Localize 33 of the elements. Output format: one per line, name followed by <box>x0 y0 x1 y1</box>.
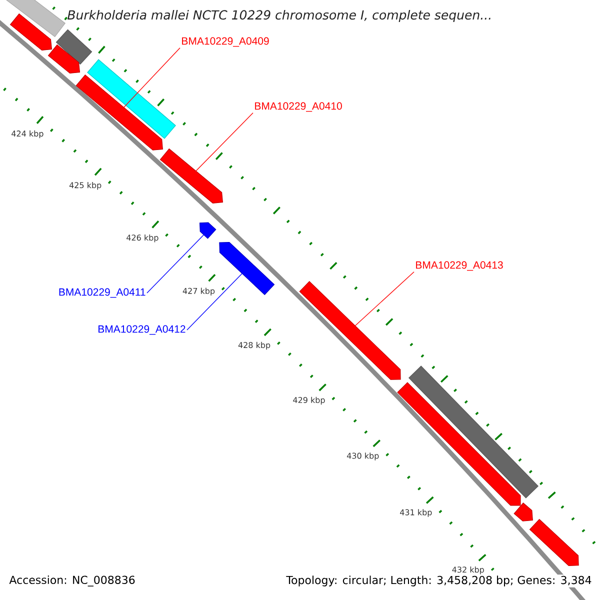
scale-label: 426 kbp <box>126 234 158 242</box>
gene-feature <box>219 242 275 296</box>
gene-feature <box>10 13 52 51</box>
gene-feature <box>397 382 521 506</box>
gene-feature <box>299 280 401 380</box>
gene-bar <box>87 59 176 139</box>
gene-label: BMA10229_A0412 <box>98 325 186 335</box>
gene-feature <box>199 222 216 239</box>
scale-label: 424 kbp <box>12 130 44 138</box>
gene-feature <box>514 502 533 522</box>
gene-label: BMA10229_A0413 <box>416 261 503 271</box>
gene-bar <box>56 29 92 65</box>
footer-text: Accession: NC_008836 <box>9 576 135 586</box>
footer-text: Topology: circular; Length: 3,458,208 bp; Genes: 3,384 <box>285 574 593 588</box>
scale-label: 425 kbp <box>69 182 102 190</box>
scale-label: 431 kbp <box>400 509 432 517</box>
gene-label: BMA10229_A0410 <box>255 102 342 112</box>
gene-feature <box>76 74 163 150</box>
scale-label: 429 kbp <box>293 396 325 405</box>
title: Burkholderia mallei NCTC 10229 chromosome I, complete sequen... <box>68 10 490 22</box>
gene-feature <box>529 518 579 566</box>
leader-line <box>354 272 414 326</box>
leader-line <box>196 112 254 172</box>
scale-label: 430 kbp <box>346 452 379 460</box>
scale-label: 432 kbp <box>452 566 484 574</box>
gene-bar <box>408 366 538 498</box>
gene-label: BMA10229_A0409 <box>182 37 269 47</box>
gene-label: BMA10229_A0411 <box>59 288 146 298</box>
leader-line <box>123 48 180 108</box>
leader-line <box>186 273 242 330</box>
scale-label: 428 kbp <box>238 342 270 350</box>
leader-line <box>146 234 204 294</box>
scale-label: 427 kbp <box>182 288 215 296</box>
